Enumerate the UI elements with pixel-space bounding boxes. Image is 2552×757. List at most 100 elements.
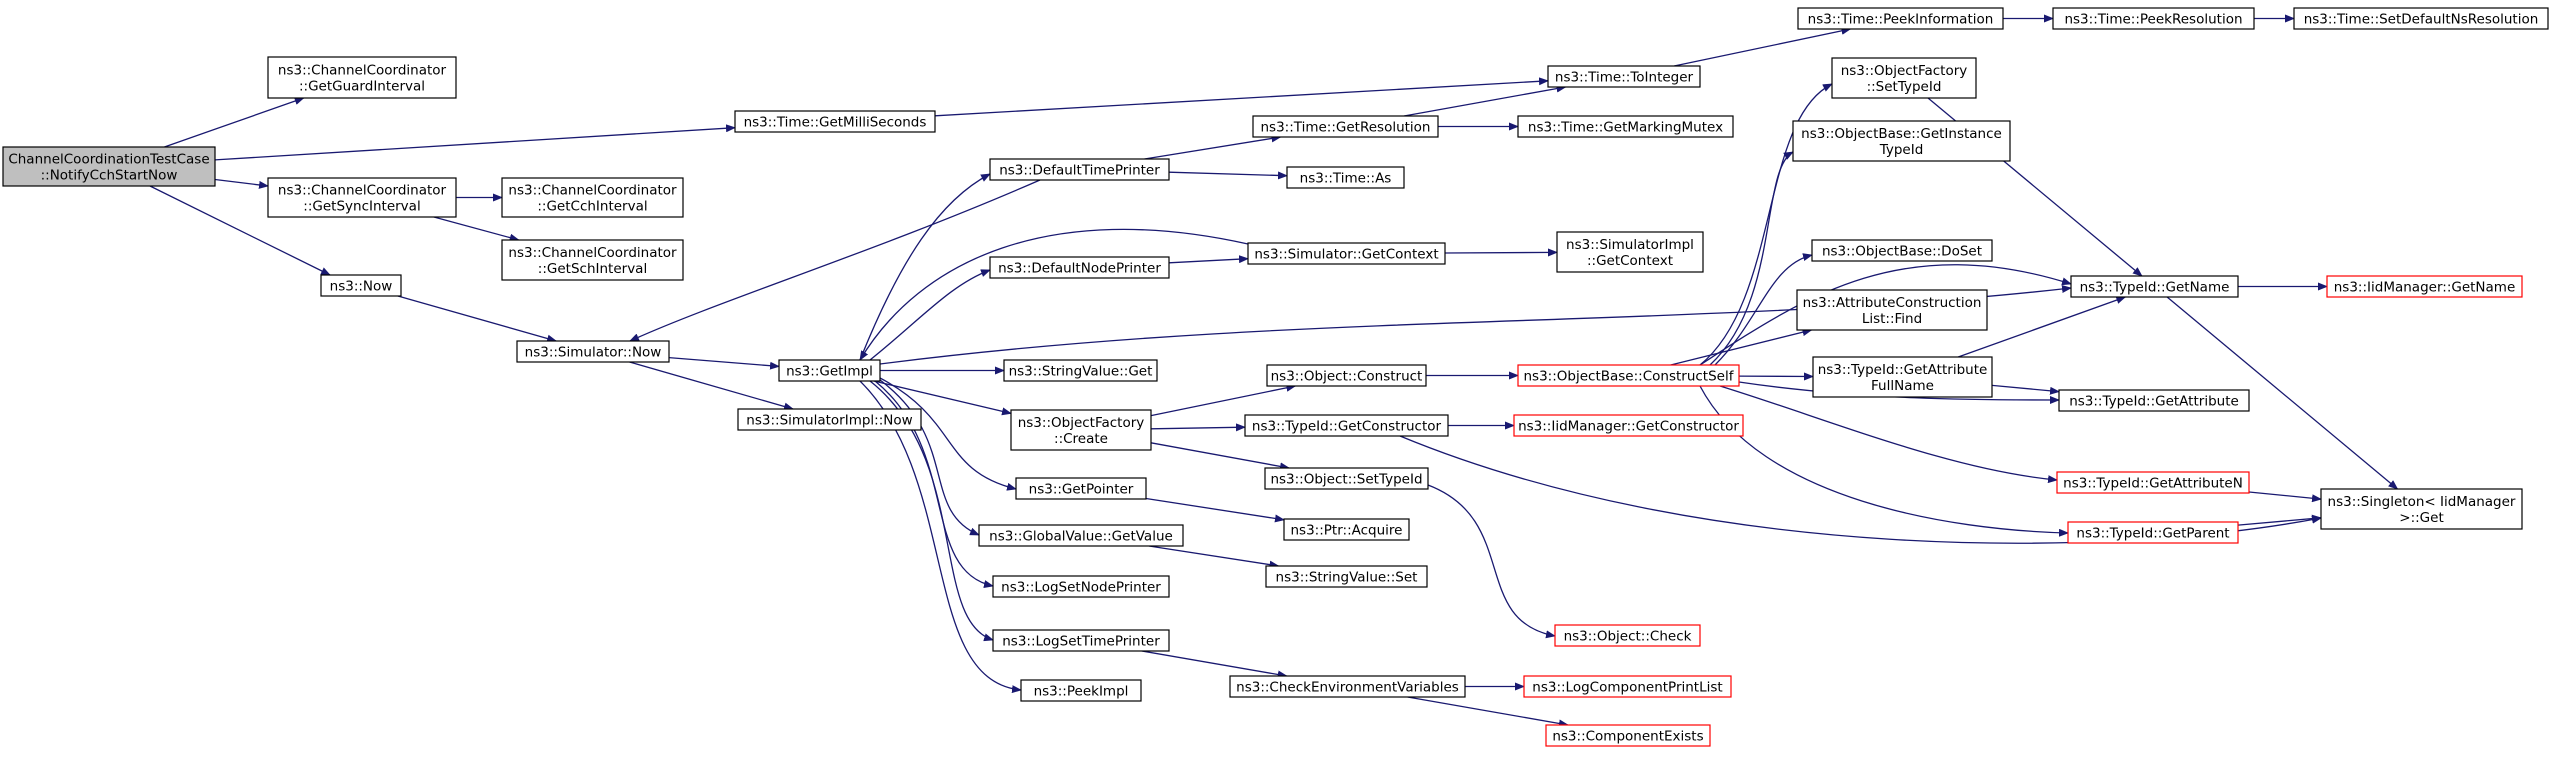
node-of_settid[interactable]: ns3::ObjectFactory::SetTypeId <box>1831 57 1977 99</box>
edge-ob_constructself-to-ob_getinst <box>1709 151 1794 366</box>
node-strval_set[interactable]: ns3::StringValue::Set <box>1265 565 1428 588</box>
edge-root-to-cc_sync <box>214 178 269 189</box>
node-strval_get[interactable]: ns3::StringValue::Get <box>1003 359 1158 382</box>
node-label: ns3::DefaultTimePrinter <box>999 163 1160 179</box>
edge-root-to-cc_guard <box>164 97 305 148</box>
node-ptr_acquire[interactable]: ns3::Ptr::Acquire <box>1283 518 1410 541</box>
node-comp_exists[interactable]: ns3::ComponentExists <box>1545 724 1711 747</box>
node-singleton_get[interactable]: ns3::Singleton< IidManager>::Get <box>2320 488 2523 530</box>
node-box <box>1545 724 1711 747</box>
node-box <box>501 239 684 281</box>
node-box <box>2320 488 2523 530</box>
node-dnp[interactable]: ns3::DefaultNodePrinter <box>989 256 1170 279</box>
node-layer: ChannelCoordinationTestCase::NotifyCchSt… <box>2 7 2549 747</box>
node-ob_doset[interactable]: ns3::ObjectBase::DoSet <box>1811 239 1993 262</box>
node-tid_getattrn[interactable]: ns3::TypeId::GetAttributeN <box>2056 471 2250 494</box>
node-time_peekres[interactable]: ns3::Time::PeekResolution <box>2052 7 2255 30</box>
node-box <box>1517 364 1740 387</box>
node-time_ms[interactable]: ns3::Time::GetMilliSeconds <box>734 110 936 133</box>
node-checkenv[interactable]: ns3::CheckEnvironmentVariables <box>1229 675 1466 698</box>
node-time_getres[interactable]: ns3::Time::GetResolution <box>1252 115 1439 138</box>
node-label: ns3::GlobalValue::GetValue <box>989 529 1173 545</box>
node-root[interactable]: ChannelCoordinationTestCase::NotifyCchSt… <box>2 146 216 187</box>
node-time_markmutex[interactable]: ns3::Time::GetMarkingMutex <box>1517 115 1734 138</box>
node-obj_construct[interactable]: ns3::Object::Construct <box>1266 364 1427 387</box>
node-box <box>978 524 1184 547</box>
node-box <box>2326 275 2523 298</box>
node-box <box>1244 414 1449 437</box>
node-label: ns3::Object::SetTypeId <box>1270 472 1422 488</box>
node-box <box>1266 364 1427 387</box>
edge-ob_constructself-to-tid_getname <box>1699 264 2072 366</box>
node-label: ns3::ObjectBase::GetInstance <box>1801 126 2002 142</box>
node-box <box>267 177 457 218</box>
edge-ob_constructself-to-tid_getattrn <box>1719 385 2058 484</box>
node-label: ns3::ChannelCoordinator <box>278 183 447 199</box>
node-label: ns3::Time::ToInteger <box>1555 70 1694 86</box>
node-label: ns3::SimulatorImpl::Now <box>746 413 912 429</box>
node-lognp[interactable]: ns3::LogSetNodePrinter <box>992 575 1170 598</box>
edge-ob_constructself-to-acl_find <box>1670 328 1813 366</box>
node-sim_getctx[interactable]: ns3::Simulator::GetContext <box>1247 242 1446 265</box>
node-label: ns3::ObjectFactory <box>1018 415 1145 431</box>
edge-tid_getname-to-singleton_get <box>2166 296 2399 490</box>
node-obj_check[interactable]: ns3::Object::Check <box>1554 624 1701 647</box>
node-getpointer[interactable]: ns3::GetPointer <box>1015 477 1147 500</box>
node-label: FullName <box>1871 378 1934 394</box>
node-label: ::GetGuardInterval <box>299 79 425 95</box>
node-time_peekinfo[interactable]: ns3::Time::PeekInformation <box>1797 7 2004 30</box>
node-time_as[interactable]: ns3::Time::As <box>1286 166 1405 189</box>
node-label: ns3::Ptr::Acquire <box>1291 523 1403 539</box>
node-box <box>267 56 457 99</box>
edge-getimpl-to-getpointer <box>879 377 1017 491</box>
node-cc_cch[interactable]: ns3::ChannelCoordinator::GetCchInterval <box>501 177 684 218</box>
node-time_toint[interactable]: ns3::Time::ToInteger <box>1547 65 1701 88</box>
node-peekimpl[interactable]: ns3::PeekImpl <box>1020 679 1142 702</box>
node-iid_getctor[interactable]: ns3::IidManager::GetConstructor <box>1513 414 1744 437</box>
node-logtp[interactable]: ns3::LogSetTimePrinter <box>992 629 1170 652</box>
node-gv_getvalue[interactable]: ns3::GlobalValue::GetValue <box>978 524 1184 547</box>
node-cc_sch[interactable]: ns3::ChannelCoordinator::GetSchInterval <box>501 239 684 281</box>
node-label: ns3::Time::SetDefaultNsResolution <box>2304 12 2539 28</box>
node-box <box>2067 521 2239 544</box>
node-label: ns3::Object::Construct <box>1271 369 1423 385</box>
node-label: ns3::GetPointer <box>1029 482 1134 498</box>
node-label: ns3::Time::PeekInformation <box>1808 12 1994 28</box>
edge-sim_now-to-getimpl <box>668 356 780 370</box>
node-ob_constructself[interactable]: ns3::ObjectBase::ConstructSelf <box>1517 364 1740 387</box>
node-label: ns3::ObjectBase::DoSet <box>1822 244 1982 260</box>
node-cc_guard[interactable]: ns3::ChannelCoordinator::GetGuardInterva… <box>267 56 457 99</box>
edge-getimpl-to-dnp <box>869 269 991 361</box>
node-tid_getctor[interactable]: ns3::TypeId::GetConstructor <box>1244 414 1449 437</box>
node-iid_getname[interactable]: ns3::IidManager::GetName <box>2326 275 2523 298</box>
node-label: ns3::Object::Check <box>1564 629 1692 645</box>
node-cc_sync[interactable]: ns3::ChannelCoordinator::GetSyncInterval <box>267 177 457 218</box>
node-box <box>1517 115 1734 138</box>
node-tid_getparent[interactable]: ns3::TypeId::GetParent <box>2067 521 2239 544</box>
node-tid_getattr[interactable]: ns3::TypeId::GetAttribute <box>2058 389 2250 412</box>
node-simimpl_now[interactable]: ns3::SimulatorImpl::Now <box>737 408 922 431</box>
node-now[interactable]: ns3::Now <box>320 274 402 297</box>
node-label: ::Create <box>1054 431 1108 447</box>
node-time_setdef[interactable]: ns3::Time::SetDefaultNsResolution <box>2293 7 2549 30</box>
node-of_create[interactable]: ns3::ObjectFactory::Create <box>1010 409 1152 451</box>
node-label: ns3::PeekImpl <box>1034 684 1129 700</box>
node-tid_getname[interactable]: ns3::TypeId::GetName <box>2070 275 2239 298</box>
node-dtp[interactable]: ns3::DefaultTimePrinter <box>989 158 1170 181</box>
node-obj_settid[interactable]: ns3::Object::SetTypeId <box>1264 467 1429 490</box>
node-sim_now[interactable]: ns3::Simulator::Now <box>516 340 670 363</box>
edge-getpointer-to-ptr_acquire <box>1145 497 1285 523</box>
edge-time_getres-to-time_toint <box>1403 84 1567 117</box>
edge-root-to-now <box>149 185 331 276</box>
node-label: ns3::TypeId::GetParent <box>2076 526 2229 542</box>
node-getimpl[interactable]: ns3::GetImpl <box>778 359 881 382</box>
node-log_cpl[interactable]: ns3::LogComponentPrintList <box>1523 675 1732 698</box>
node-simimpl_getctx[interactable]: ns3::SimulatorImpl::GetContext <box>1556 231 1704 273</box>
edge-of_create-to-obj_construct <box>1150 383 1297 417</box>
edge-dnp-to-sim_getctx <box>1168 255 1249 264</box>
node-label: ns3::DefaultNodePrinter <box>998 261 1161 277</box>
